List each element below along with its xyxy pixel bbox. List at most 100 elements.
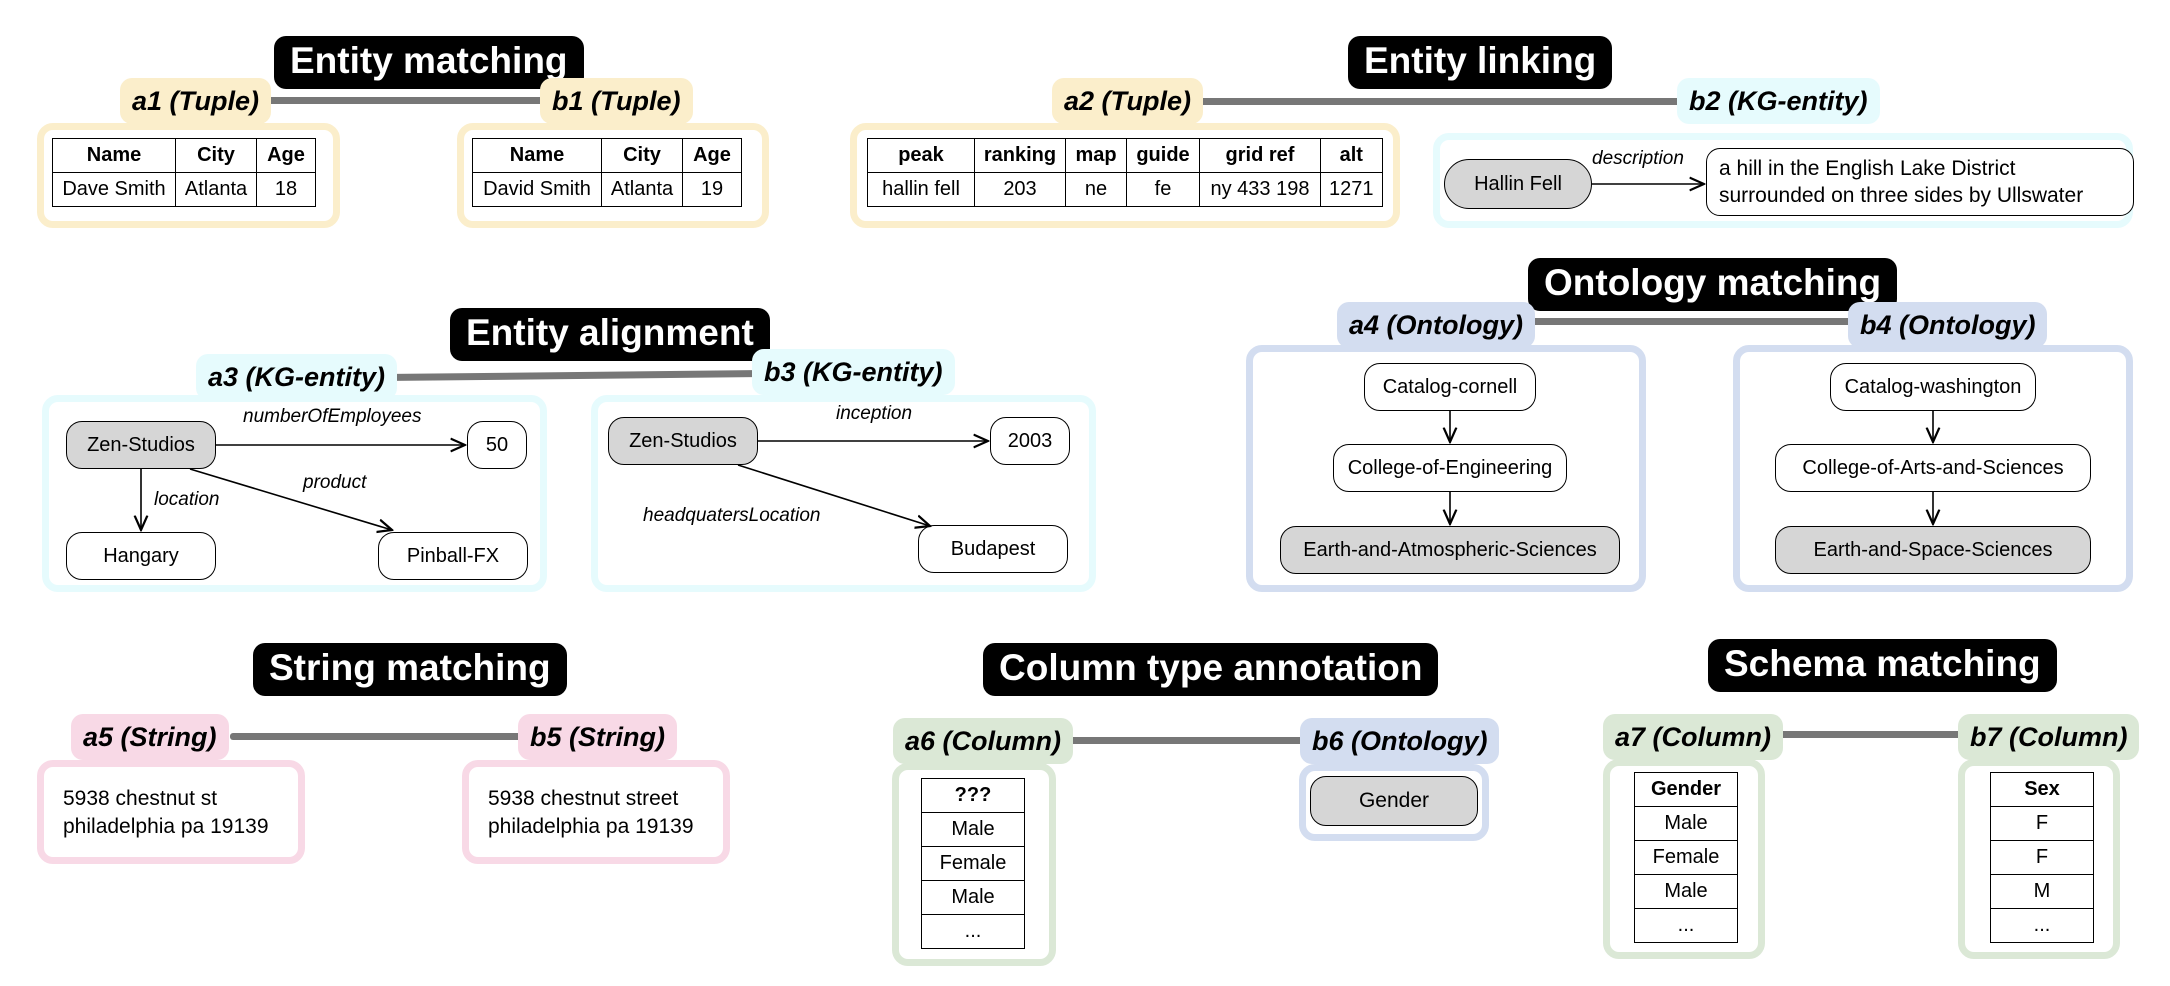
table-row: ... xyxy=(1634,908,1738,943)
table-cell: Dave Smith xyxy=(52,172,176,207)
b5-label: b5 (String) xyxy=(518,714,677,760)
location-edge-label: location xyxy=(154,489,220,510)
entity-linking-title: Entity linking xyxy=(1348,36,1613,89)
table-row: M xyxy=(1990,874,2094,909)
table-cell: hallin fell xyxy=(867,172,975,207)
column-cell: Male xyxy=(921,812,1025,847)
a5-panel xyxy=(37,760,305,864)
description-line-2: surrounded on three sides by Ullswater xyxy=(1719,184,2084,207)
column-header-cell: Gender xyxy=(1634,772,1738,807)
table-row: David Smith Atlanta 19 xyxy=(472,172,742,207)
ontology-a-node-2: College-of-Engineering xyxy=(1333,444,1567,492)
a3-label: a3 (KG-entity) xyxy=(196,354,398,400)
table-header-cell: grid ref xyxy=(1199,138,1321,173)
inception-edge-label: inception xyxy=(836,403,913,424)
table-cell: 19 xyxy=(682,172,742,207)
column-cell: Male xyxy=(921,880,1025,915)
description-line-1: a hill in the English Lake District xyxy=(1719,157,2016,180)
table-header-cell: ranking xyxy=(974,138,1066,173)
string-matching-title: String matching xyxy=(253,643,567,696)
entity-matching-title: Entity matching xyxy=(274,36,584,89)
table-row: Male xyxy=(1634,874,1738,909)
a6-label: a6 (Column) xyxy=(893,718,1074,764)
table-header-cell: Name xyxy=(472,138,602,173)
a1-label: a1 (Tuple) xyxy=(120,78,272,124)
column-header-row: Gender xyxy=(1634,772,1738,807)
b5-panel xyxy=(462,760,730,864)
a2-label: a2 (Tuple) xyxy=(1052,78,1204,124)
a7-label: a7 (Column) xyxy=(1603,714,1784,760)
table-row: ... xyxy=(1990,908,2094,943)
b7-label: b7 (Column) xyxy=(1958,714,2140,760)
product-value-node: Pinball-FX xyxy=(378,532,528,580)
description-value-node: a hill in the English Lake District surr… xyxy=(1706,148,2134,216)
column-header-row: ??? xyxy=(921,778,1025,813)
table-header-row: peak ranking map guide grid ref alt xyxy=(867,138,1383,173)
table-cell: 18 xyxy=(256,172,316,207)
el-connector xyxy=(1180,98,1700,105)
table-cell: ny 433 198 xyxy=(1199,172,1321,207)
table-row: hallin fell 203 ne fe ny 433 198 1271 xyxy=(867,172,1383,207)
table-cell: Atlanta xyxy=(601,172,683,207)
ontology-b-node-1: Catalog-washington xyxy=(1830,363,2036,411)
a2-tuple-table: peak ranking map guide grid ref alt hall… xyxy=(867,138,1383,207)
zen-studios-b-node: Zen-Studios xyxy=(608,417,758,465)
b5-line-1: 5938 chestnut street xyxy=(488,787,679,810)
a7-column-table: Gender Male Female Male ... xyxy=(1634,772,1738,943)
em-connector xyxy=(250,97,550,104)
a6-column-table: ??? Male Female Male ... xyxy=(921,778,1025,949)
employees-value-node: 50 xyxy=(467,421,527,469)
b6-label: b6 (Ontology) xyxy=(1300,718,1500,764)
column-cell: ... xyxy=(1634,908,1738,943)
table-row: ... xyxy=(921,914,1025,949)
hallin-fell-node: Hallin Fell xyxy=(1444,159,1592,209)
a4-label: a4 (Ontology) xyxy=(1337,302,1535,348)
table-header-cell: Age xyxy=(256,138,316,173)
table-header-row: Name City Age xyxy=(52,138,316,173)
table-header-cell: peak xyxy=(867,138,975,173)
table-row: Dave Smith Atlanta 18 xyxy=(52,172,316,207)
zen-studios-a-node: Zen-Studios xyxy=(66,421,216,469)
b1-label: b1 (Tuple) xyxy=(540,78,693,124)
product-edge-label: product xyxy=(303,472,367,493)
hq-edge-label: headquatersLocation xyxy=(643,505,821,526)
column-cell: ... xyxy=(1990,908,2094,943)
table-header-cell: alt xyxy=(1320,138,1383,173)
column-cell: Male xyxy=(1634,874,1738,909)
table-cell: David Smith xyxy=(472,172,602,207)
b7-column-table: Sex F F M ... xyxy=(1990,772,2094,943)
inception-value-node: 2003 xyxy=(990,417,1070,465)
table-row: Male xyxy=(921,812,1025,847)
table-cell: 1271 xyxy=(1320,172,1383,207)
product-arrow xyxy=(189,468,392,530)
a5-line-2: philadelphia pa 19139 xyxy=(63,815,269,838)
table-row: Male xyxy=(921,880,1025,915)
table-header-cell: City xyxy=(175,138,257,173)
sm-connector xyxy=(230,733,530,740)
b2-label: b2 (KG-entity) xyxy=(1677,78,1880,124)
table-header-cell: guide xyxy=(1126,138,1200,173)
column-header-cell: ??? xyxy=(921,778,1025,813)
column-cell: ... xyxy=(921,914,1025,949)
cta-connector xyxy=(1050,737,1310,744)
description-edge-label: description xyxy=(1592,148,1684,169)
a5-line-1: 5938 chestnut st xyxy=(63,787,218,810)
table-cell: 203 xyxy=(974,172,1066,207)
a5-label: a5 (String) xyxy=(71,714,229,760)
hq-arrow xyxy=(737,464,930,526)
b4-label: b4 (Ontology) xyxy=(1848,302,2048,348)
a1-tuple-table: Name City Age Dave Smith Atlanta 18 xyxy=(52,138,316,207)
hq-value-node: Budapest xyxy=(918,525,1068,573)
b1-tuple-table: Name City Age David Smith Atlanta 19 xyxy=(472,138,742,207)
entity-alignment-title: Entity alignment xyxy=(450,308,770,361)
table-cell: Atlanta xyxy=(175,172,257,207)
ontology-a-node-1: Catalog-cornell xyxy=(1364,363,1536,411)
ontology-b-node-2: College-of-Arts-and-Sciences xyxy=(1775,444,2091,492)
table-cell: ne xyxy=(1065,172,1127,207)
b3-label: b3 (KG-entity) xyxy=(752,349,955,395)
employees-edge-label: numberOfEmployees xyxy=(243,406,422,427)
column-cell: M xyxy=(1990,874,2094,909)
table-header-cell: map xyxy=(1065,138,1127,173)
gender-ontology-node: Gender xyxy=(1310,776,1478,826)
